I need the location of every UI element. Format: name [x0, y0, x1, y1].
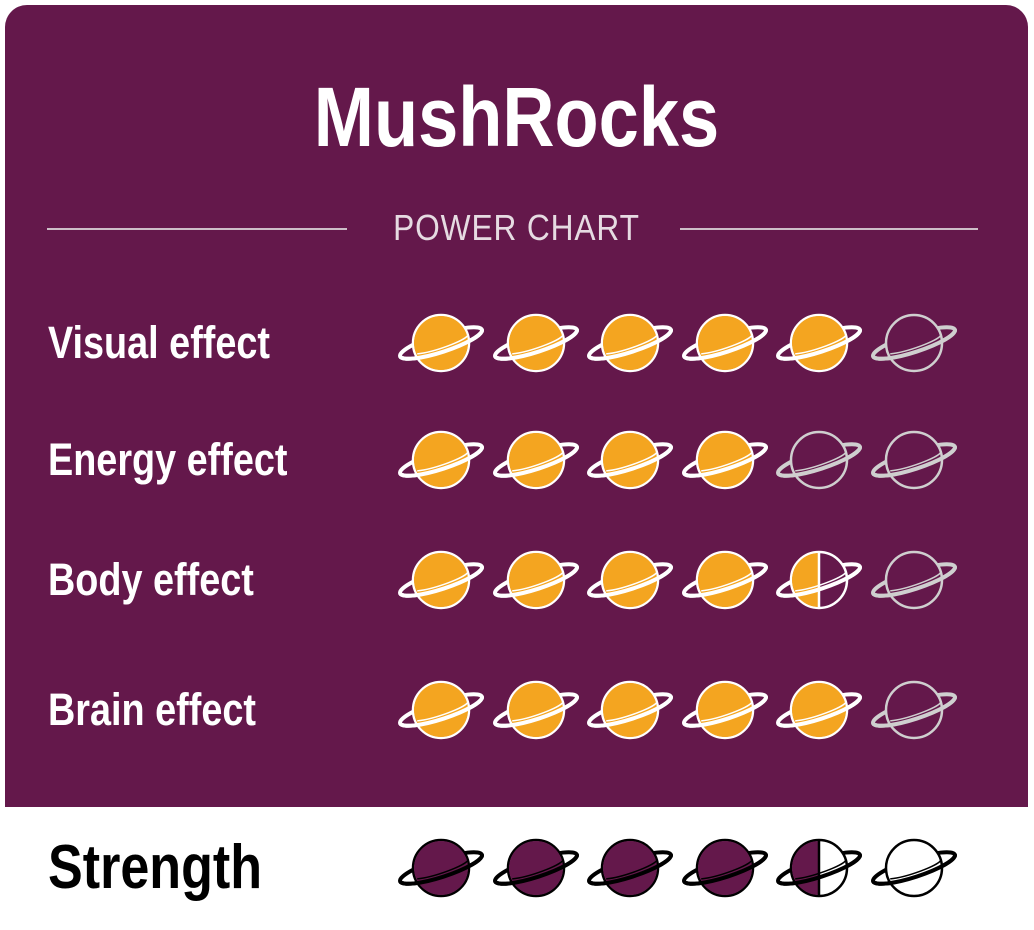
planet-icon	[492, 430, 579, 490]
planet-icon	[587, 680, 673, 740]
planet-icon	[398, 838, 484, 898]
planet-icon	[870, 313, 957, 373]
divider-right	[680, 228, 978, 230]
effect-row-brain: Brain effect	[0, 675, 1034, 745]
effect-label: Brain effect	[48, 684, 256, 735]
effect-label: Visual effect	[48, 317, 271, 368]
planet-icon	[681, 680, 768, 740]
effect-label: Energy effect	[48, 434, 288, 485]
strength-row: Strength	[0, 833, 1034, 903]
planet-icon	[492, 838, 579, 898]
planet-icon	[587, 550, 673, 610]
planet-icon	[398, 430, 484, 490]
planet-icon	[776, 680, 862, 740]
planet-icon	[776, 550, 862, 610]
planet-icon	[870, 550, 957, 610]
planet-icon	[398, 550, 484, 610]
planet-icon	[776, 430, 862, 490]
chart-subtitle: POWER CHART	[393, 207, 640, 248]
planet-icon	[776, 838, 862, 898]
effect-row-energy: Energy effect	[0, 425, 1034, 495]
planet-icon	[681, 430, 768, 490]
planet-icon	[398, 313, 484, 373]
planet-icon	[398, 680, 484, 740]
strength-label: Strength	[48, 833, 263, 902]
planet-icon	[492, 680, 579, 740]
effect-label: Body effect	[48, 554, 254, 605]
planet-icon	[776, 313, 862, 373]
planet-icon	[681, 838, 768, 898]
planet-icon	[681, 550, 768, 610]
planet-icon	[870, 680, 957, 740]
planet-icon	[492, 550, 579, 610]
planet-icon	[587, 313, 673, 373]
planet-icon	[587, 838, 673, 898]
product-title: MushRocks	[313, 70, 720, 164]
planet-icon	[870, 838, 957, 898]
planet-icon	[492, 313, 579, 373]
effect-row-visual: Visual effect	[0, 308, 1034, 378]
power-chart-panel: MushRocks POWER CHART	[5, 5, 1028, 807]
planet-icon	[587, 430, 673, 490]
divider-left	[47, 228, 347, 230]
effect-row-body: Body effect	[0, 545, 1034, 615]
planet-icon	[681, 313, 768, 373]
planet-icon	[870, 430, 957, 490]
